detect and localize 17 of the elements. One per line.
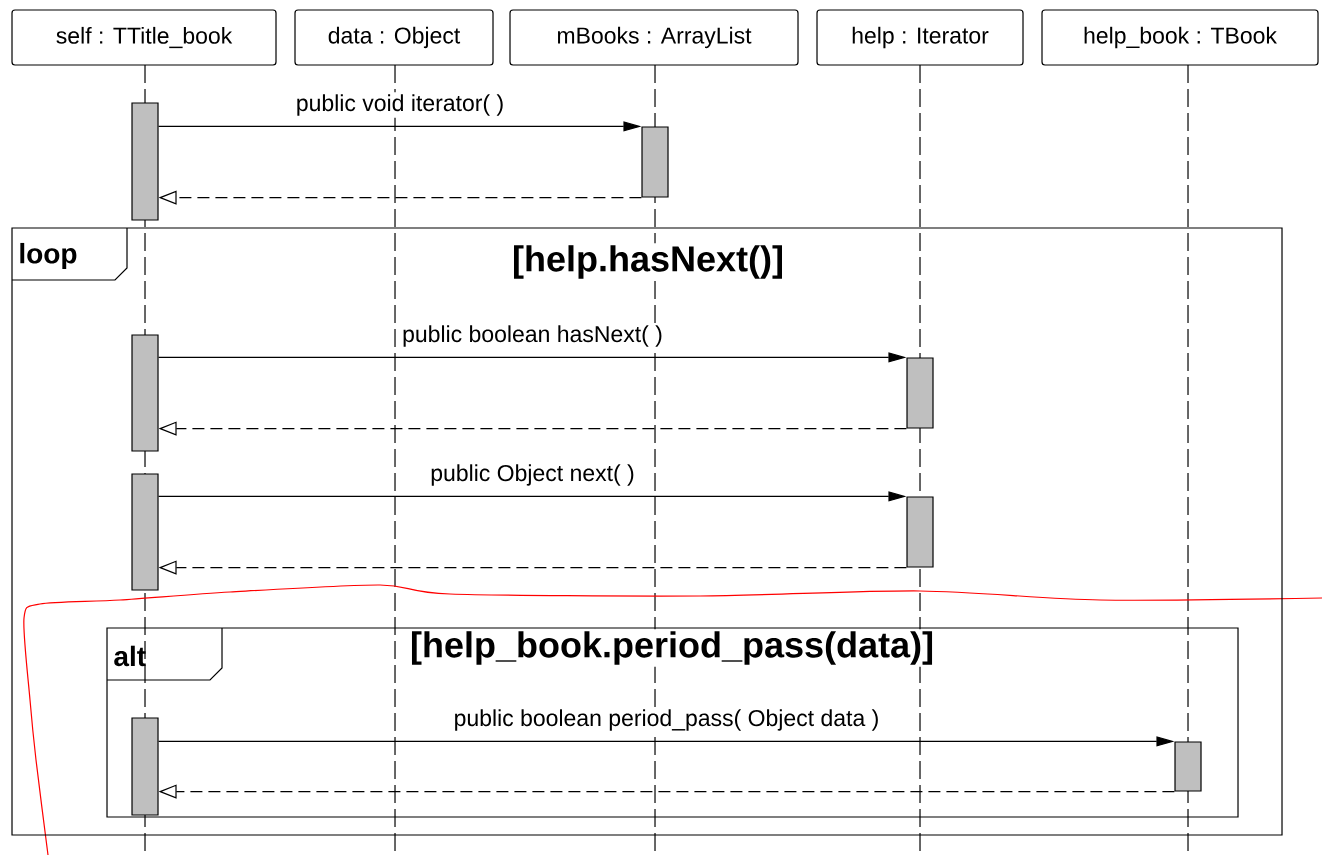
lifeline-head: help_book : TBook — [1041, 9, 1319, 66]
message-label: public boolean period_pass( Object data ) — [451, 707, 882, 733]
activation-bar — [131, 334, 159, 452]
activation-bar — [906, 357, 934, 429]
activation-bar — [906, 496, 934, 568]
lifeline-head: mBooks : ArrayList — [509, 9, 799, 66]
activation-bar — [1174, 741, 1202, 792]
lifeline-head: self : TTitle_book — [11, 9, 277, 66]
lifeline-head: help : Iterator — [816, 9, 1024, 66]
message-label: public boolean hasNext( ) — [400, 323, 665, 349]
activation-bar — [131, 473, 159, 591]
activation-bar — [131, 717, 159, 816]
lifeline-head: data : Object — [294, 9, 494, 66]
message-label: public Object next( ) — [428, 462, 637, 488]
activation-bar — [641, 126, 669, 198]
message-label: public void iterator( ) — [293, 92, 507, 118]
activation-bar — [131, 102, 159, 221]
